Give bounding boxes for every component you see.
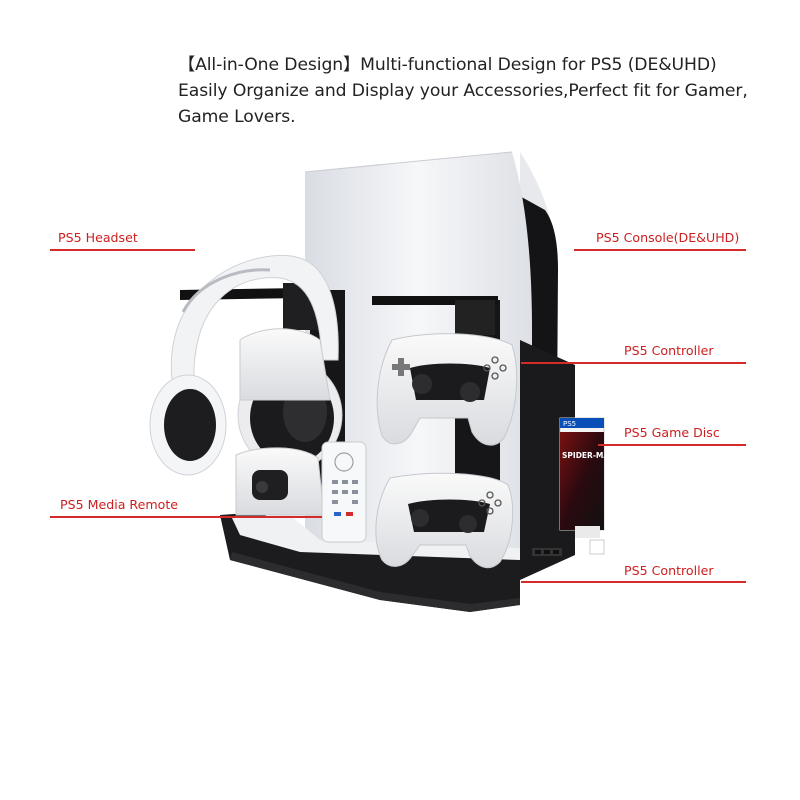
headline: 【All-in-One Design】Multi-functional Desi… xyxy=(178,52,788,130)
label-controller-bottom: PS5 Controller xyxy=(624,563,714,578)
callout-line-controller-top xyxy=(521,362,746,364)
label-controller-top: PS5 Controller xyxy=(624,343,714,358)
disc-title-text: SPIDER-MAN xyxy=(562,451,615,460)
callout-line-controller-bottom xyxy=(521,581,746,583)
ps5-game-discs: PS5 SPIDER-MAN xyxy=(559,417,615,555)
ps5-controller-bottom xyxy=(375,472,514,569)
headline-line-1: 【All-in-One Design】Multi-functional Desi… xyxy=(178,55,717,75)
callout-line-console xyxy=(574,249,746,251)
label-headset: PS5 Headset xyxy=(58,230,138,245)
ps5-controller-top xyxy=(376,333,518,446)
label-console: PS5 Console(DE&UHD) xyxy=(596,230,740,245)
ps5-media-remote xyxy=(321,441,367,543)
headline-line-3: Game Lovers. xyxy=(178,107,296,127)
callout-line-game-disc xyxy=(598,444,746,446)
callout-line-media-remote xyxy=(50,516,322,518)
label-game-disc: PS5 Game Disc xyxy=(624,425,720,440)
left-controllers xyxy=(235,328,331,516)
headline-line-2: Easily Organize and Display your Accesso… xyxy=(178,81,748,101)
callout-line-headset xyxy=(50,249,195,251)
label-media-remote: PS5 Media Remote xyxy=(60,497,179,512)
disc-brand-text: PS5 xyxy=(563,420,576,428)
